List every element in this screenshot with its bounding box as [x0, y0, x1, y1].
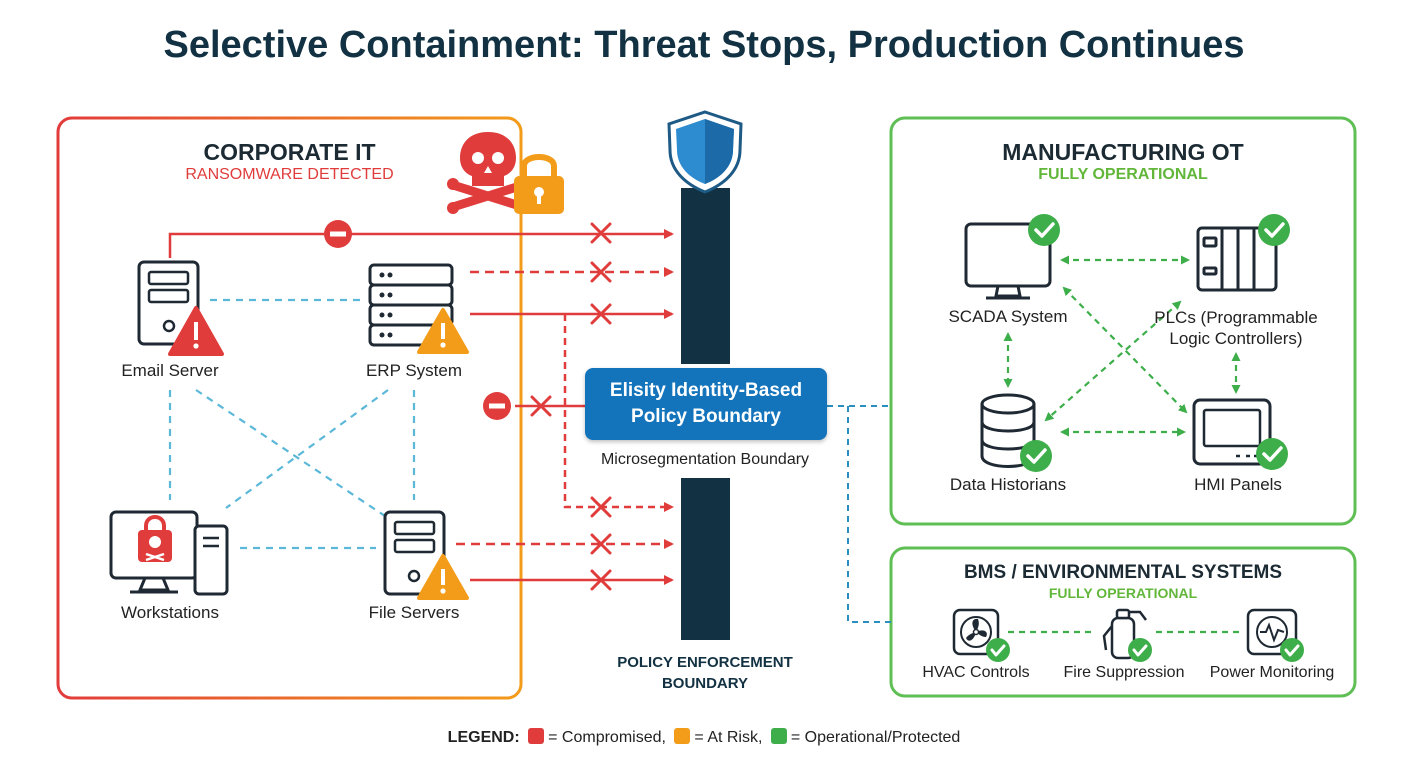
- check-icon: [1280, 638, 1304, 662]
- power-monitoring-label: Power Monitoring: [1209, 664, 1335, 681]
- check-icon: [986, 638, 1010, 662]
- hmi-label: HMI Panels: [1194, 475, 1282, 494]
- hvac-fan-icon: [952, 608, 1000, 656]
- corporate-it-title: CORPORATE IT: [203, 139, 376, 165]
- plc-label-line-2: Logic Controllers): [1169, 329, 1303, 348]
- blocked-traffic-arrows: [168, 229, 674, 585]
- manufacturing-ot-title: MANUFACTURING OT: [1002, 139, 1244, 165]
- legend-at-risk: = At Risk,: [694, 729, 763, 746]
- legend: LEGEND: = Compromised, = At Risk, = Oper…: [0, 728, 1408, 747]
- check-icon: [1028, 214, 1060, 246]
- fire-suppression-label: Fire Suppression: [1063, 664, 1185, 681]
- lock-skull-icon: [138, 515, 172, 562]
- enforcement-line-2: BOUNDARY: [661, 675, 749, 692]
- email-server-icon: [137, 260, 200, 346]
- email-server-label: Email Server: [121, 361, 219, 380]
- enforcement-label: POLICY ENFORCEMENT BOUNDARY: [580, 652, 830, 694]
- block-x-icons: [530, 222, 612, 591]
- policy-boundary-box: Elisity Identity-Based Policy Boundary: [585, 368, 827, 440]
- file-servers-label: File Servers: [368, 603, 460, 622]
- warning-icon: [417, 554, 469, 600]
- ot-links: [1003, 255, 1241, 437]
- hmi-panel-icon: [1192, 398, 1272, 466]
- check-icon: [1258, 214, 1290, 246]
- policy-line-1: Elisity Identity-Based: [609, 380, 803, 401]
- shield-icon: [667, 110, 743, 194]
- it-lateral-links: [168, 298, 416, 550]
- scada-label: SCADA System: [948, 307, 1068, 326]
- plc-icon: [1196, 226, 1278, 292]
- power-monitor-icon: [1246, 608, 1298, 656]
- check-icon: [1020, 440, 1052, 472]
- file-server-icon: [383, 510, 446, 596]
- hvac-label: HVAC Controls: [922, 664, 1030, 681]
- padlock-icon: [514, 154, 564, 214]
- legend-operational: = Operational/Protected: [790, 729, 961, 746]
- microsegmentation-label: Microsegmentation Boundary: [600, 451, 810, 468]
- boundary-pillar-bottom: [681, 478, 730, 640]
- workstation-icon: [109, 510, 229, 596]
- boundary-pillar-top: [681, 188, 730, 364]
- ransomware-status: RANSOMWARE DETECTED: [185, 166, 394, 183]
- legend-swatch-green: [770, 728, 787, 744]
- plc-label: PLCs (Programmable Logic Controllers): [1136, 307, 1336, 349]
- check-icon: [1128, 638, 1152, 662]
- skull-crossbones-icon: [447, 132, 529, 214]
- erp-system-label: ERP System: [365, 361, 463, 380]
- enforcement-line-1: POLICY ENFORCEMENT: [617, 654, 793, 671]
- historian-label: Data Historians: [949, 475, 1067, 494]
- policy-links: [827, 405, 891, 623]
- manufacturing-status: FULLY OPERATIONAL: [1038, 166, 1208, 183]
- policy-line-2: Policy Boundary: [631, 406, 781, 427]
- no-entry-icon: [324, 220, 352, 248]
- plc-label-line-1: PLCs (Programmable: [1154, 308, 1318, 327]
- page-title: Selective Containment: Threat Stops, Pro…: [163, 24, 1245, 66]
- warning-icon: [417, 308, 469, 354]
- scada-monitor-icon: [964, 222, 1052, 300]
- no-entry-icon: [483, 392, 511, 420]
- warning-icon: [168, 306, 224, 356]
- legend-swatch-orange: [674, 728, 691, 744]
- check-icon: [1256, 438, 1288, 470]
- legend-compromised: = Compromised,: [548, 729, 666, 746]
- legend-label: LEGEND:: [447, 729, 520, 746]
- bms-status: FULLY OPERATIONAL: [1048, 585, 1198, 601]
- bms-title: BMS / ENVIRONMENTAL SYSTEMS: [963, 562, 1283, 583]
- legend-swatch-red: [528, 728, 545, 744]
- workstations-label: Workstations: [121, 603, 219, 622]
